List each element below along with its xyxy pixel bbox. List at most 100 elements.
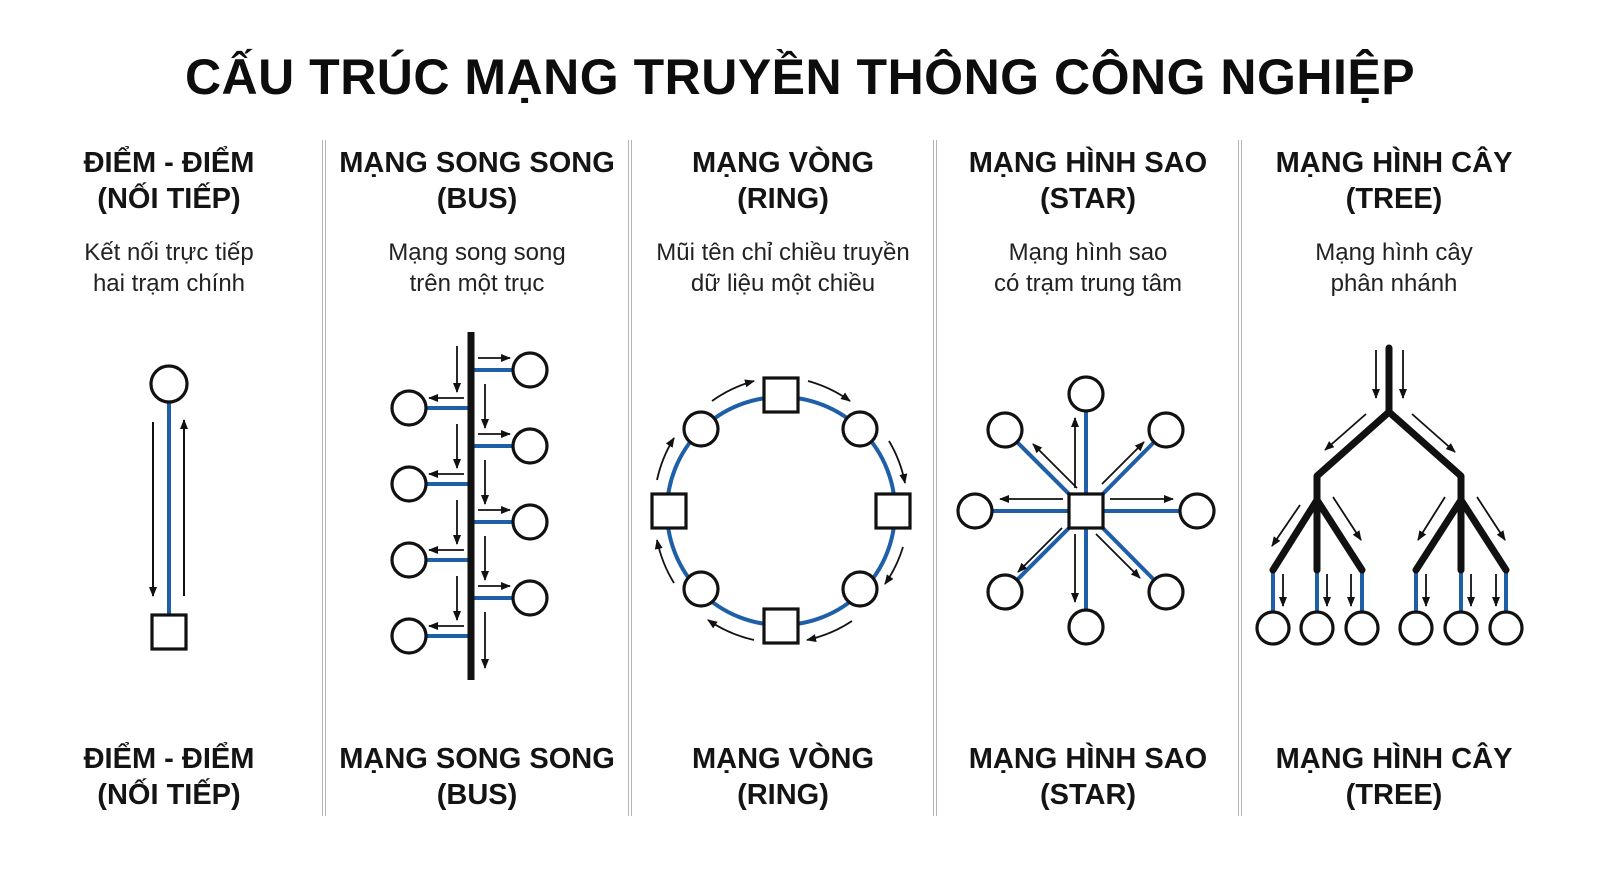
arrow — [656, 437, 675, 481]
column-title-line-1: MẠNG HÌNH CÂY — [1275, 147, 1513, 179]
column-footer-line-2: (BUS) — [436, 779, 518, 811]
node-square — [650, 492, 688, 530]
node-circle — [511, 351, 549, 389]
arrow — [1095, 533, 1141, 579]
column-description-line-1: Mũi tên chỉ chiều truyền — [656, 239, 910, 266]
column-description: Kết nối trực tiếp hai trạm chính — [19, 237, 319, 299]
arrow — [1017, 527, 1063, 573]
tree-leaf-links — [1271, 570, 1508, 612]
column-divider-2 — [628, 140, 632, 816]
central-station — [1067, 492, 1105, 530]
branch-line — [1269, 496, 1321, 574]
node-circle — [1443, 610, 1479, 646]
tree-trunk-branches — [1269, 344, 1510, 574]
ring-direction-arrows — [654, 379, 908, 643]
column-description: Mạng hình sao có trạm trung tâm — [938, 237, 1238, 299]
star-nodes — [956, 375, 1216, 646]
column-footer-line-1: ĐIỂM - ĐIỂM — [83, 743, 255, 775]
node-circle — [1147, 573, 1185, 611]
column-footer-line-2: (NỐI TIẾP) — [97, 779, 241, 811]
node-circle — [956, 492, 994, 530]
node-circle — [1178, 492, 1216, 530]
node-circle — [1067, 375, 1105, 413]
node-circle — [1344, 610, 1380, 646]
node-circle — [1147, 411, 1185, 449]
column-divider-1 — [322, 140, 326, 816]
node-circle — [986, 573, 1024, 611]
column-description-line-2: trên một trục — [409, 270, 545, 297]
bus-right-taps — [471, 368, 513, 600]
column-title-line-2: (NỐI TIẾP) — [97, 183, 241, 215]
node-circle — [682, 410, 720, 448]
column-footer: MẠNG VÒNG (RING) — [633, 741, 933, 813]
arrow — [807, 380, 851, 402]
ring-nodes — [650, 376, 912, 645]
branch-line — [1313, 496, 1366, 574]
column-footer: MẠNG HÌNH SAO (STAR) — [938, 741, 1238, 813]
column-title-line-2: (BUS) — [436, 183, 518, 215]
column-footer: ĐIỂM - ĐIỂM (NỐI TIẾP) — [19, 741, 319, 813]
node-circle — [390, 541, 428, 579]
node-circle — [511, 579, 549, 617]
column-point-to-point: ĐIỂM - ĐIỂM (NỐI TIẾP) Kết nối trực tiếp… — [19, 145, 319, 825]
column-title-line-2: (TREE) — [1345, 183, 1443, 215]
node-circle — [986, 411, 1024, 449]
bus-arrows — [428, 346, 511, 669]
node-circle — [682, 570, 720, 608]
node-circle — [1299, 610, 1335, 646]
tree-arrows — [1271, 350, 1506, 607]
arrow — [1324, 413, 1367, 451]
column-title-line-1: ĐIỂM - ĐIỂM — [83, 147, 255, 179]
arrow — [654, 539, 675, 584]
column-title-line-2: (RING) — [737, 183, 829, 215]
column-star: MẠNG HÌNH SAO (STAR) Mạng hình sao có tr… — [938, 145, 1238, 825]
column-title: MẠNG HÌNH SAO (STAR) — [938, 145, 1238, 217]
column-title: MẠNG HÌNH CÂY (TREE) — [1244, 145, 1544, 217]
column-bus: MẠNG SONG SONG (BUS) Mạng song song trên… — [327, 145, 627, 825]
column-description: Mạng hình cây phân nhánh — [1244, 237, 1544, 299]
node-circle — [1067, 608, 1105, 646]
node-circle — [1488, 610, 1524, 646]
arrow — [711, 379, 755, 402]
arrow — [806, 620, 853, 643]
node-square — [150, 613, 188, 651]
arrow — [707, 619, 755, 641]
column-footer-line-1: MẠNG HÌNH CÂY — [1275, 743, 1513, 775]
node-circle — [1255, 610, 1291, 646]
column-footer-line-2: (TREE) — [1345, 779, 1443, 811]
arrow — [888, 440, 908, 484]
column-description-line-2: phân nhánh — [1330, 270, 1458, 297]
branch-line — [1313, 408, 1393, 504]
column-title-line-1: MẠNG HÌNH SAO — [968, 147, 1208, 179]
node-circle — [390, 617, 428, 655]
branch-line — [1385, 408, 1465, 504]
node-circle — [841, 410, 879, 448]
column-title: MẠNG SONG SONG (BUS) — [327, 145, 627, 217]
bus-nodes — [390, 351, 549, 655]
column-footer-line-2: (STAR) — [1039, 779, 1137, 811]
arrow — [1417, 496, 1446, 541]
node-square — [762, 376, 800, 414]
arrow — [1101, 441, 1145, 485]
tree-nodes — [1255, 610, 1524, 646]
column-footer-line-2: (RING) — [737, 779, 829, 811]
column-description-line-1: Kết nối trực tiếp — [84, 239, 254, 266]
column-description-line-2: có trạm trung tâm — [993, 270, 1183, 297]
arrow — [884, 546, 904, 585]
column-divider-4 — [1238, 140, 1242, 816]
column-description-line-2: hai trạm chính — [92, 270, 246, 297]
star-arrows — [999, 417, 1174, 603]
column-description: Mạng song song trên một trục — [327, 237, 627, 299]
column-title-line-1: MẠNG VÒNG — [691, 147, 875, 179]
node-circle — [511, 427, 549, 465]
node-circle — [841, 570, 879, 608]
column-description-line-1: Mạng hình sao — [1008, 239, 1168, 266]
column-ring: MẠNG VÒNG (RING) Mũi tên chỉ chiều truyề… — [633, 145, 933, 825]
branch-line — [1457, 496, 1510, 574]
column-title: MẠNG VÒNG (RING) — [633, 145, 933, 217]
branch-line — [1412, 496, 1465, 574]
